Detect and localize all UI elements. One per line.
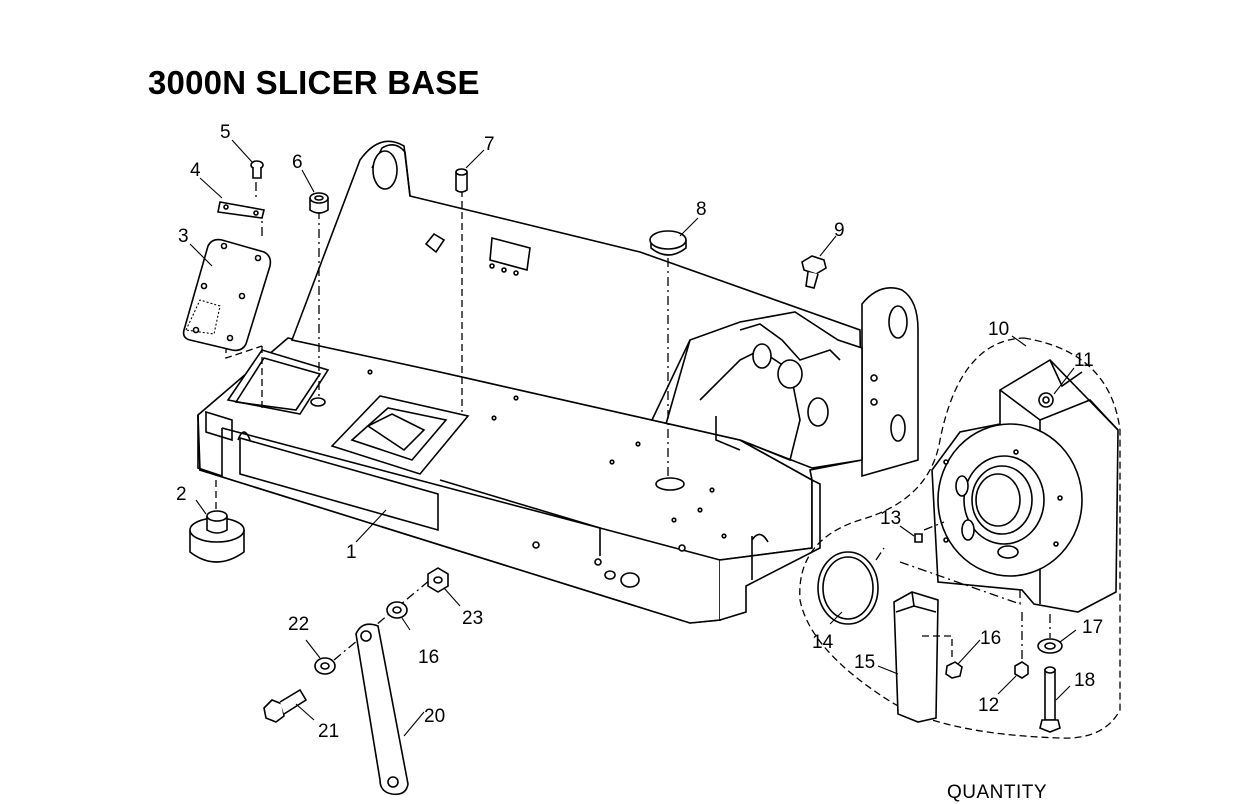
block-part (893, 591, 939, 723)
leader-lines (189, 139, 1077, 737)
cover-plate-part (182, 238, 272, 352)
washer-16-left (386, 601, 408, 619)
callout-14: 14 (812, 632, 834, 653)
callout-1: 1 (346, 542, 357, 563)
strap-part (217, 201, 265, 219)
nut-part (1014, 661, 1029, 679)
page-title: 3000N SLICER BASE (148, 64, 480, 101)
callout-8: 8 (696, 199, 707, 220)
base-frame (197, 140, 919, 624)
callout-18: 18 (1074, 670, 1095, 691)
callout-22: 22 (288, 614, 309, 635)
callout-21: 21 (318, 721, 339, 742)
callout-17: 17 (1082, 617, 1103, 638)
callout-10: 10 (988, 319, 1009, 340)
callout-6: 6 (292, 152, 303, 173)
screw-part (250, 160, 264, 179)
callout-20: 20 (424, 706, 445, 727)
callout-12: 12 (978, 695, 999, 716)
callout-15: 15 (854, 652, 875, 673)
hex-bolt-part (263, 688, 308, 723)
callout-7: 7 (484, 134, 495, 155)
callout-5: 5 (220, 122, 231, 143)
callout-2: 2 (176, 484, 187, 505)
o-ring-part (817, 551, 879, 625)
gear-housing-part (931, 358, 1119, 613)
link-arm-part (355, 623, 409, 796)
screw-small-part (945, 661, 963, 679)
stud-part (1039, 666, 1061, 733)
pin-part (455, 168, 468, 193)
hex-nut-part (427, 567, 449, 593)
washer-small-part (314, 657, 336, 675)
plug-part (649, 230, 687, 256)
bushing-part (309, 192, 329, 214)
callout-9: 9 (834, 220, 845, 241)
callout-16-left: 16 (418, 647, 439, 668)
callout-16-right: 16 (980, 628, 1001, 649)
callout-4: 4 (190, 160, 201, 181)
quantity-heading: QUANTITY (947, 782, 1048, 803)
callout-3: 3 (178, 226, 189, 247)
foot-part (189, 510, 245, 563)
callout-23: 23 (462, 608, 483, 629)
callout-labels: 1 2 3 4 5 6 7 8 9 10 11 12 13 14 15 16 1… (176, 122, 1103, 742)
bolt-part (801, 255, 827, 289)
callout-11: 11 (1074, 350, 1094, 371)
assembly-10-boundary (799, 337, 1121, 739)
washer-part (1037, 638, 1063, 654)
callout-13: 13 (880, 508, 901, 529)
dowel-part (914, 533, 923, 543)
